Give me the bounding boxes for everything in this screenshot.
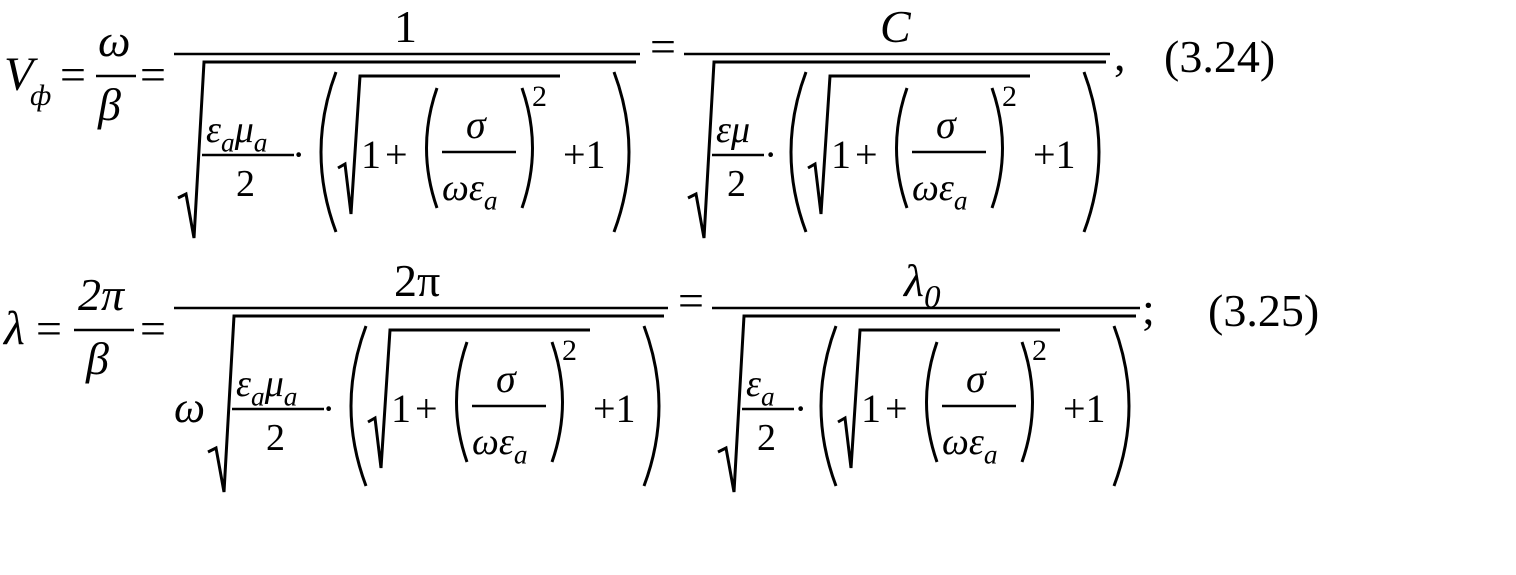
omega-epsilon: ωεa​ (442, 167, 498, 216)
radicand-denominator: 2 (236, 163, 255, 205)
inner-paren-left (455, 341, 469, 463)
sigma-symbol: σ (496, 356, 517, 401)
outer-paren-left (789, 71, 808, 233)
equation-3-25: λ = 2π β = 2π ω εa​μa​ 2 · 1 + σ ωεa​ 2 … (2, 255, 1319, 493)
inner-paren-right (550, 341, 564, 463)
inner-radical-sign (337, 74, 560, 215)
inner-paren-right (1020, 341, 1034, 463)
term-one: 1 (391, 386, 411, 431)
radicand-numerator: εa​μa​ (236, 363, 297, 412)
radicand-numerator: εa​μa​ (206, 109, 267, 158)
lhs-subscript: ф (30, 79, 51, 112)
lhs-base: V (4, 48, 38, 101)
frac1-denominator: β (97, 79, 121, 130)
plus-one: +1 (1033, 132, 1076, 177)
inner-paren-right (520, 87, 534, 209)
frac1-denominator: β (85, 333, 109, 384)
sigma-symbol: σ (936, 102, 957, 147)
dot-operator: · (794, 386, 807, 431)
radical-sign-a (177, 60, 636, 239)
equals-sign: = (60, 49, 86, 100)
omega-epsilon: ωεa​ (472, 421, 528, 470)
dot-operator: · (764, 132, 777, 177)
radicand-numerator: εa​ (746, 363, 775, 412)
equals-sign: = (678, 275, 704, 326)
lhs-base: λ (2, 302, 25, 355)
inner-paren-left (425, 87, 439, 209)
equation-number: (3.24) (1164, 31, 1275, 82)
trailing-punctuation: ; (1142, 283, 1155, 334)
frac3-numerator: λ0​ (902, 255, 941, 316)
term-one: 1 (361, 132, 381, 177)
equals-sign: = (650, 21, 676, 72)
equation-3-24: V ф = ω β = 1 εa​μa​ 2 · 1 + σ ωεa​ 2 +1… (4, 1, 1275, 239)
exponent-two: 2 (532, 80, 547, 113)
equals-sign: = (140, 303, 166, 354)
outer-paren-right (612, 71, 631, 233)
outer-paren-left (819, 325, 838, 487)
radical-sign-a (207, 314, 664, 493)
sigma-symbol: σ (966, 356, 987, 401)
denominator-coefficient: ω (174, 383, 205, 432)
inner-radical-sign (367, 328, 590, 469)
inner-paren-right (990, 87, 1004, 209)
exponent-two: 2 (1032, 334, 1047, 367)
equation-number: (3.25) (1208, 285, 1319, 336)
inner-paren-left (925, 341, 939, 463)
sigma-symbol: σ (466, 102, 487, 147)
omega-epsilon: ωεa​ (912, 167, 968, 216)
equals-sign: = (36, 303, 62, 354)
inner-paren-left (895, 87, 909, 209)
plus-one: +1 (563, 132, 606, 177)
inner-radical-sign (807, 74, 1030, 215)
frac2-numerator: 2π (394, 255, 440, 306)
radical-sign-b (717, 314, 1136, 493)
plus-sign: + (885, 386, 908, 431)
plus-sign: + (415, 386, 438, 431)
radicand-numerator: εμ (716, 109, 750, 151)
frac1-numerator: ω (98, 15, 130, 66)
plus-sign: + (385, 132, 408, 177)
plus-sign: + (855, 132, 878, 177)
radical-sign-b (687, 60, 1106, 239)
term-one: 1 (831, 132, 851, 177)
term-one: 1 (861, 386, 881, 431)
frac2-numerator: 1 (394, 1, 417, 52)
plus-one: +1 (1063, 386, 1106, 431)
radicand-denominator: 2 (757, 417, 776, 459)
dot-operator: · (292, 132, 305, 177)
outer-paren-right (1112, 325, 1131, 487)
radicand-denominator: 2 (727, 163, 746, 205)
frac1-numerator: 2π (78, 269, 126, 320)
trailing-punctuation: , (1114, 29, 1126, 80)
outer-paren-right (1082, 71, 1101, 233)
exponent-two: 2 (1002, 80, 1017, 113)
plus-one: +1 (593, 386, 636, 431)
outer-paren-left (349, 325, 368, 487)
outer-paren-left (319, 71, 338, 233)
inner-radical-sign (837, 328, 1060, 469)
dot-operator: · (322, 386, 335, 431)
equals-sign: = (140, 49, 166, 100)
frac3-numerator: C (880, 1, 912, 52)
omega-epsilon: ωεa​ (942, 421, 998, 470)
radicand-denominator: 2 (266, 417, 285, 459)
exponent-two: 2 (562, 334, 577, 367)
outer-paren-right (642, 325, 661, 487)
